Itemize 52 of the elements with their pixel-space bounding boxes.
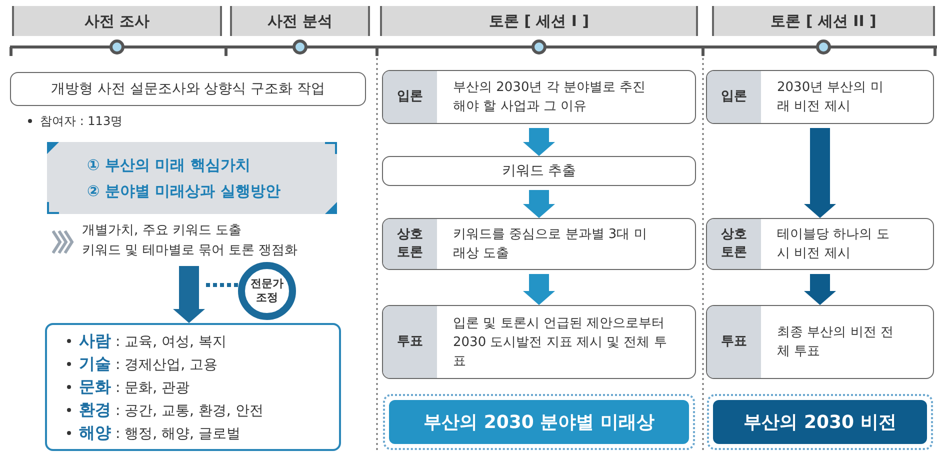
stage-title: 토론 [ 세션 II ] — [770, 10, 876, 32]
step-box — [382, 218, 696, 270]
participant-note: 참여자 : 113명 — [40, 113, 123, 130]
process-box — [382, 156, 696, 186]
block-arrow — [523, 274, 555, 305]
stage-title: 사전 분석 — [267, 10, 333, 32]
stage-title: 토론 [ 세션 I ] — [488, 10, 590, 32]
category-item: 해양 : 행정, 해양, 글로벌 — [79, 422, 240, 444]
step-text: 2030년 부산의 미래 비전 제시 — [777, 79, 884, 116]
step-tag: 투표 — [395, 333, 425, 351]
step-text: 최종 부산의 비전 전체 투표 — [777, 324, 894, 361]
step-box — [706, 218, 934, 270]
category-item: 환경 : 공간, 교통, 환경, 안전 — [79, 399, 264, 421]
block-arrow — [804, 128, 836, 218]
step-tag: 입론 — [719, 88, 749, 106]
step-text: 입론 및 토론시 언급된 제안으로부터 2030 도시발전 지표 제시 및 전체 투표 — [453, 314, 668, 370]
block-arrow — [804, 274, 836, 305]
category-box — [45, 323, 341, 451]
step-box — [706, 70, 934, 124]
result-banner — [707, 394, 933, 450]
stage-title: 사전 조사 — [84, 10, 150, 32]
note-line: 개별가치, 주요 키워드 도출 — [82, 222, 243, 240]
process-text: 개방형 사전 설문조사와 상향식 구조화 작업 — [50, 80, 326, 98]
block-arrow — [523, 190, 555, 218]
step-tag: 투표 — [719, 333, 749, 351]
core-item: ① 부산의 미래 핵심가치 — [87, 154, 252, 176]
stage-header — [12, 6, 222, 36]
step-box — [382, 70, 696, 124]
result-text: 부산의 2030 비전 — [744, 410, 896, 434]
step-text: 테이블당 하나의 도시 비전 제시 — [777, 226, 890, 263]
result-banner — [383, 394, 695, 450]
dotted-connector — [203, 283, 238, 287]
core-item: ② 분야별 미래상과 실행방안 — [87, 181, 282, 202]
stage-header — [230, 6, 370, 36]
highlight-box — [47, 142, 337, 214]
step-text: 부산의 2030년 각 분야별로 추진해야 할 사업과 그 이유 — [453, 79, 647, 116]
circle-label: 전문가 조정 — [250, 277, 284, 305]
process-box — [10, 72, 366, 106]
block-arrow — [523, 128, 555, 156]
step-tag: 입론 — [395, 88, 425, 106]
stage-header — [712, 6, 935, 36]
result-text: 부산의 2030 분야별 미래상 — [424, 410, 654, 434]
note-line: 키워드 및 테마별로 묶어 토론 쟁점화 — [82, 242, 299, 260]
category-item: 문화 : 문화, 관광 — [79, 376, 190, 398]
category-item: 기술 : 경제산업, 고용 — [79, 353, 218, 375]
process-text: 키워드 추출 — [502, 162, 576, 180]
stage-header — [380, 6, 698, 36]
step-text: 키워드를 중심으로 분과별 3대 미래상 도출 — [453, 226, 648, 263]
block-arrow — [173, 266, 205, 323]
step-box — [382, 305, 696, 379]
step-box — [706, 305, 934, 379]
category-item: 사람 : 교육, 여성, 복지 — [79, 330, 226, 352]
